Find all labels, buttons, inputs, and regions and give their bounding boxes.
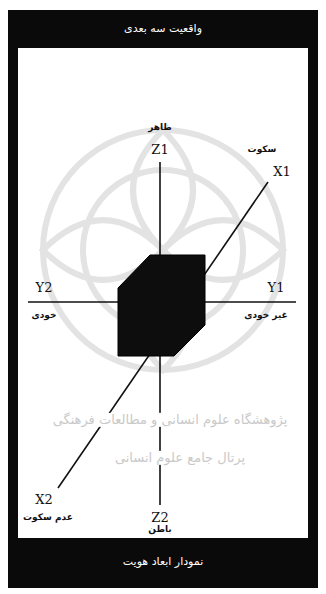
- axis-pole-label: غیر خودی: [244, 311, 288, 321]
- axis-pole-label: ظاهر: [148, 123, 172, 133]
- x-axis: [58, 182, 268, 488]
- watermark: پرتال جامع علوم انسانی: [114, 451, 246, 465]
- axes: [28, 162, 296, 505]
- axis-name: Z2: [151, 511, 168, 525]
- header-title: واقعیت سه بعدی: [124, 23, 202, 35]
- axis-name: Z1: [151, 143, 168, 157]
- axis-pole-label: سکوت: [248, 145, 277, 155]
- axis-pole-label: خودی: [32, 311, 57, 321]
- axis-name: X1: [273, 165, 291, 179]
- axis-name: Y2: [36, 281, 53, 295]
- axis-name: X2: [35, 493, 53, 507]
- central-cube: [118, 255, 205, 356]
- axis-pole-label: عدم سکوت: [23, 513, 73, 523]
- white-panel: [18, 48, 308, 538]
- watermark: پژوهشگاه علوم انسانی و مطالعات فرهنگی: [52, 413, 289, 427]
- caption: نمودار ابعاد هویت: [123, 556, 203, 568]
- black-frame: [8, 10, 318, 588]
- watermark-logo: [43, 130, 283, 370]
- axis-pole-label: باطن: [148, 525, 171, 535]
- axis-name: Y1: [268, 281, 285, 295]
